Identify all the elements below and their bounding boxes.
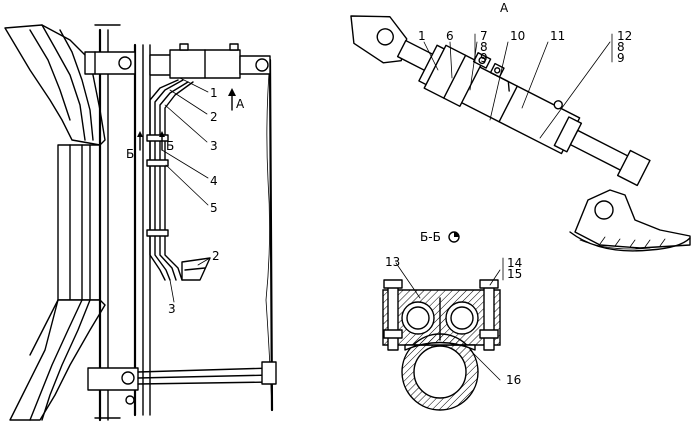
view-a: А [350, 1, 691, 252]
callout-4: 4 [210, 174, 218, 188]
section-callout-13: 13 [385, 255, 400, 269]
view-a-callout-1: 1 [418, 29, 426, 43]
leader-lines-left [161, 77, 211, 303]
callout-2-upper: 2 [210, 110, 218, 124]
view-a-callout-6: 6 [446, 29, 454, 43]
rotated-view-icon [448, 231, 460, 243]
leader-lines-view-a [423, 33, 613, 139]
section-callout-14: 14 [507, 256, 522, 270]
blade-frame [4, 24, 121, 422]
view-a-callout-8a: 8 [480, 40, 488, 54]
hose-bundle [146, 79, 211, 281]
view-a-callout-8b: 8 [617, 40, 625, 54]
callout-5: 5 [210, 201, 218, 215]
lower-cylinder [87, 361, 277, 405]
section-arrow-b-left-label: Б [126, 147, 134, 161]
callout-2-lower: 2 [212, 249, 220, 263]
view-arrow-a [228, 88, 236, 111]
section-callout-16: 16 [506, 373, 521, 387]
view-a-callout-12: 12 [617, 29, 632, 43]
section-callout-15: 15 [507, 267, 522, 281]
view-a-callout-9a: 9 [480, 51, 488, 65]
view-arrow-a-label: А [236, 97, 245, 111]
callout-1: 1 [210, 86, 218, 100]
view-a-callout-9b: 9 [617, 51, 625, 65]
callout-3-upper: 3 [210, 139, 218, 153]
upper-cylinder [84, 43, 271, 79]
view-a-callout-7: 7 [480, 29, 488, 43]
general-view: 1 2 3 4 5 2 3 А Б Б [4, 24, 277, 422]
section-arrow-b-right-label: Б [166, 139, 174, 153]
section-bb: Б-Б 13 14 15 16 [382, 230, 522, 411]
callout-3-lower: 3 [168, 302, 176, 316]
view-a-callout-10: 10 [510, 29, 525, 43]
view-a-title: А [500, 1, 509, 15]
section-arrow-b [137, 131, 165, 151]
view-a-callout-11: 11 [550, 29, 565, 43]
section-bb-title: Б-Б [420, 230, 441, 244]
